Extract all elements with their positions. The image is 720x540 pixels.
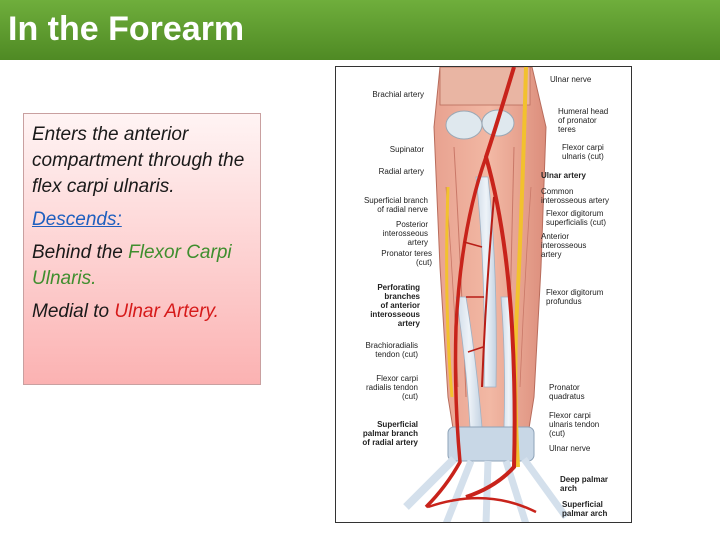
- forearm-illustration: [403, 67, 569, 522]
- forearm-anatomy-figure: Brachial artery Supinator Radial artery …: [335, 66, 632, 523]
- medial-prefix: Medial to: [32, 301, 115, 322]
- label-flexor-digitorum-profundus: Flexor digitorum profundus: [546, 288, 604, 306]
- text-line-medial: Medial to Ulnar Artery.: [32, 299, 254, 325]
- behind-prefix: Behind the: [32, 242, 129, 263]
- label-posterior-interosseous-artery: Posterior interosseous artery: [382, 220, 428, 247]
- title-bar: In the Forearm: [0, 0, 720, 60]
- label-brachioradialis-tendon: Brachioradialis tendon (cut): [365, 341, 418, 359]
- label-flexor-carpi-ulnaris-tendon: Flexor carpi ulnaris tendon (cut): [549, 411, 600, 438]
- slide-title: In the Forearm: [8, 10, 245, 48]
- label-flexor-digitorum-superficialis: Flexor digitorum superficialis (cut): [546, 209, 607, 227]
- label-flexor-carpi-ulnaris-cut: Flexor carpi ulnaris (cut): [562, 143, 604, 161]
- label-common-interosseous-artery: Common interosseous artery: [541, 187, 610, 205]
- label-humeral-head-pronator-teres: Humeral head of pronator teres: [558, 107, 609, 134]
- descends-heading: Descends:: [32, 209, 122, 230]
- ulnar-artery-highlight: Ulnar Artery.: [114, 301, 219, 322]
- label-superficial-branch-radial-nerve: Superficial branch of radial nerve: [363, 196, 428, 214]
- text-box: Enters the anterior compartment through …: [23, 113, 261, 385]
- label-perforating-branches: Perforating branches of anterior interos…: [370, 283, 420, 328]
- label-ulnar-nerve-bottom: Ulnar nerve: [549, 444, 591, 453]
- label-superficial-palmar-branch: Superficial palmar branch of radial arte…: [362, 420, 418, 447]
- text-line-enters: Enters the anterior compartment through …: [32, 124, 245, 197]
- label-pronator-teres: Pronator teres (cut): [381, 249, 432, 267]
- text-line-behind: Behind the Flexor Carpi Ulnaris.: [32, 240, 254, 292]
- label-superficial-palmar-arch: Superficial palmar arch: [562, 500, 608, 518]
- label-pronator-quadratus: Pronator quadratus: [549, 383, 585, 401]
- text-line-descends: Descends:: [32, 207, 254, 233]
- label-anterior-interosseous-artery: Anterior interosseous artery: [541, 232, 587, 259]
- label-supinator: Supinator: [389, 145, 424, 154]
- label-radial-artery: Radial artery: [378, 167, 424, 176]
- label-ulnar-nerve-top: Ulnar nerve: [550, 75, 592, 84]
- flexor-carpi-ulnaris-highlight: Flexor Carpi Ulnaris.: [32, 242, 232, 289]
- label-brachial-artery: Brachial artery: [372, 90, 424, 99]
- label-deep-palmar-arch: Deep palmar arch: [560, 475, 609, 493]
- label-flexor-carpi-radialis-tendon: Flexor carpi radialis tendon (cut): [365, 374, 418, 401]
- label-ulnar-artery: Ulnar artery: [541, 171, 586, 180]
